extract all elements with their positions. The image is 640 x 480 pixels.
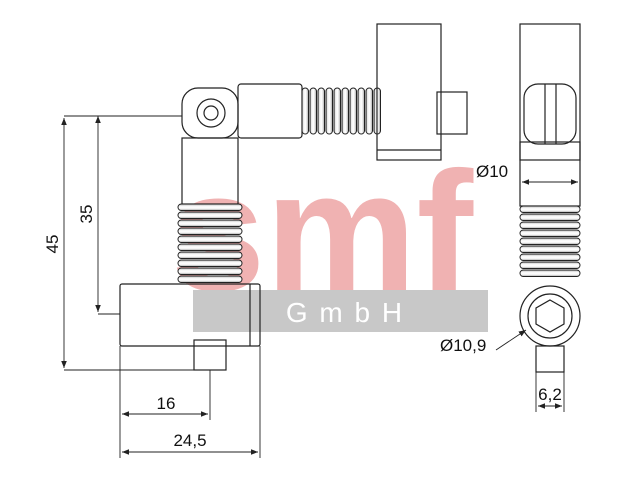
spring-coil [177,211,243,219]
slot-nut-bottom [119,283,261,347]
spring-coil [519,221,581,229]
spring-coil [519,229,581,237]
pivot-ring [196,98,226,128]
vertical-spring [177,203,243,283]
spring-coil [177,235,243,243]
side-bolt-head [519,285,581,347]
spring-coil [309,87,317,135]
spring-coil [519,237,581,245]
dim-height-overall: 45 [43,235,62,254]
watermark-sub-text: G m b H [286,297,404,328]
spring-coil [519,261,581,269]
spring-coil [177,259,243,267]
spring-coil [325,87,333,135]
spring-coil [519,213,581,221]
spring-coil [177,219,243,227]
dim-height-inner: 35 [77,205,96,224]
spring-coil [333,87,341,135]
spring-coil [519,253,581,261]
watermark-band [193,290,488,332]
spring-coil [365,87,373,135]
spring-coil [519,205,581,213]
spring-coil [349,87,357,135]
side-spring [519,205,581,277]
side-nut [519,23,581,161]
nut-pin-bottom [193,339,227,371]
spring-coil [177,227,243,235]
top-sleeve [237,83,303,139]
spring-coil [177,275,243,283]
nut-pin-top [436,91,468,135]
dimension-lines [61,115,578,458]
spring-coil [519,245,581,253]
spring-coil [177,251,243,259]
pivot-hole [203,105,219,121]
side-joint [523,83,577,145]
dimension-labels: 45 35 16 24,5 Ø10 Ø10,9 6,2 [43,162,562,450]
side-sleeve [519,141,581,207]
side-pin [535,345,565,373]
dim-diameter-bolt: Ø10,9 [440,336,486,355]
front-view [119,23,468,371]
spring-coil [519,269,581,277]
pivot-joint [181,87,239,139]
spring-coil [177,267,243,275]
hex-socket-icon [535,299,565,333]
horizontal-spring [301,87,381,135]
side-view [519,23,581,373]
dim-width-short: 16 [157,394,176,413]
spring-coil [177,243,243,251]
spring-coil [301,87,309,135]
dim-width-overall: 24,5 [173,431,206,450]
spring-coil [177,203,243,211]
dim-diameter-sleeve: Ø10 [476,162,508,181]
dim-width-pin: 6,2 [538,385,562,404]
spring-coil [357,87,365,135]
spring-coil [341,87,349,135]
spring-coil [317,87,325,135]
